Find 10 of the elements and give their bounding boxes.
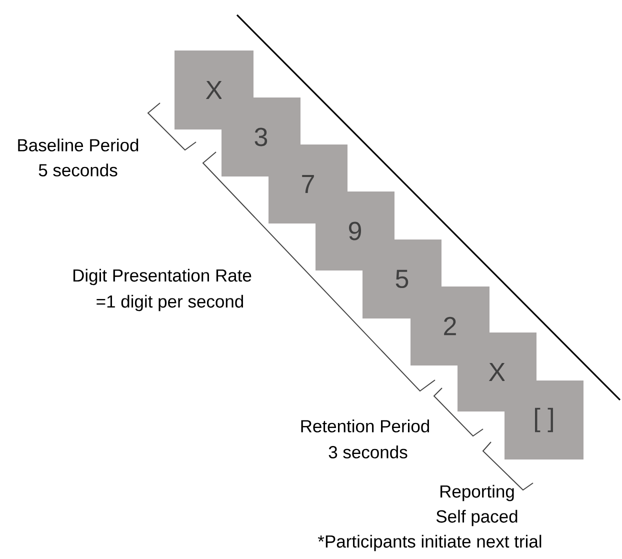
- period-label: 5 seconds: [38, 164, 118, 176]
- period-label: Baseline Period: [18, 138, 138, 152]
- period-label: 3 seconds: [328, 446, 408, 458]
- period-label: Digit Presentation Rate: [73, 268, 252, 286]
- period-label: =1 digit per second: [96, 294, 244, 312]
- period-label: *Participants initiate next trial: [318, 534, 542, 552]
- period-label: Retention Period: [301, 420, 430, 432]
- stimulus-card: [ ]: [504, 380, 584, 460]
- period-label: Self paced: [436, 510, 518, 526]
- period-label: Reporting: [440, 484, 514, 502]
